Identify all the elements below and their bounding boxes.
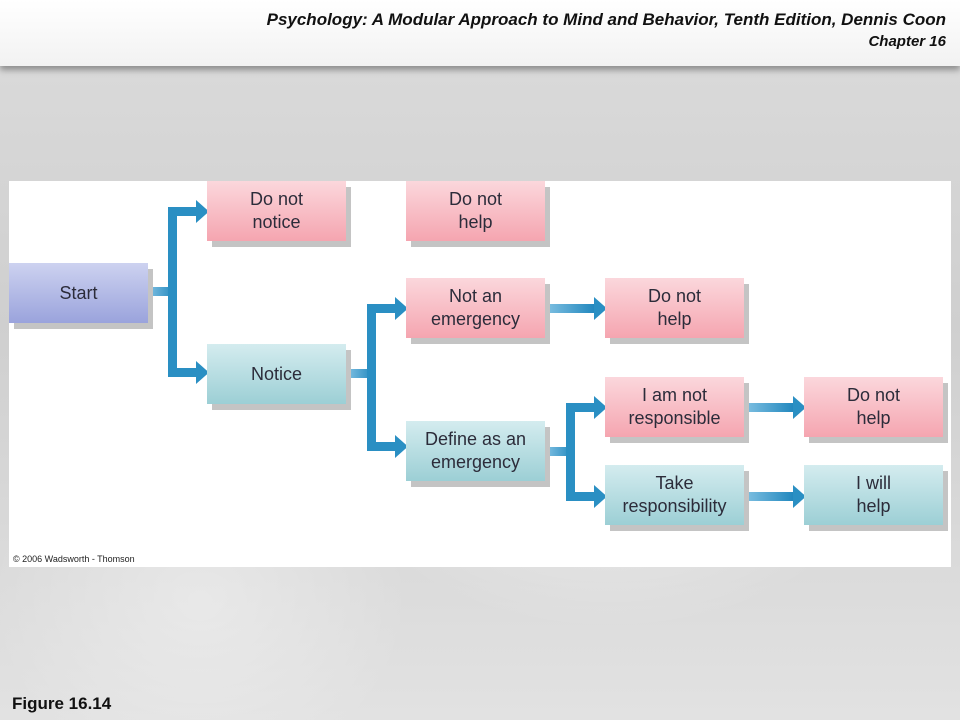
connector-to-not-responsible (566, 403, 596, 412)
slide-header: Psychology: A Modular Approach to Mind a… (0, 0, 960, 66)
book-title: Psychology: A Modular Approach to Mind a… (266, 10, 946, 29)
connector-to-take-responsibility (566, 492, 596, 501)
connector-not-responsible-to-help (745, 403, 795, 412)
arrowhead-do-not-help-3 (793, 396, 806, 419)
flowchart-arrows (148, 200, 806, 508)
node-do-not-help-1: Do not help (406, 181, 545, 241)
connector-notice-stem (347, 369, 375, 378)
node-do-not-notice: Do not notice (207, 181, 346, 241)
connector-notice-vertical (367, 304, 376, 451)
connector-take-responsibility-to-help (745, 492, 795, 501)
figure-caption: Figure 16.14 (12, 694, 112, 713)
connector-define-stem (546, 447, 574, 456)
node-start: Start (9, 263, 148, 323)
connector-define-vertical (566, 403, 575, 501)
connector-to-do-not-notice (168, 207, 198, 216)
node-do-not-help-3: Do not help (804, 377, 943, 437)
node-i-will-help: I will help (804, 465, 943, 525)
connector-to-not-an-emergency (367, 304, 397, 313)
node-not-an-emergency: Not an emergency (406, 278, 545, 338)
connector-to-define-emergency (367, 442, 397, 451)
arrowhead-do-not-notice (196, 200, 209, 223)
flowchart-panel: Start Do not notice Do not help Notice N… (9, 181, 951, 567)
chapter-label: Chapter 16 (868, 33, 946, 50)
arrowhead-take-responsibility (594, 485, 607, 508)
arrowhead-i-will-help (793, 485, 806, 508)
node-define-as-emergency: Define as an emergency (406, 421, 545, 481)
connector-emergency-to-help (546, 304, 596, 313)
arrowhead-not-responsible (594, 396, 607, 419)
connector-to-notice (168, 368, 198, 377)
node-take-responsibility: Take responsibility (605, 465, 744, 525)
node-do-not-help-2: Do not help (605, 278, 744, 338)
connector-start-vertical (168, 207, 177, 377)
connector-start-stem (148, 287, 176, 296)
node-notice: Notice (207, 344, 346, 404)
arrowhead-define-emergency (395, 435, 408, 458)
arrowhead-not-an-emergency (395, 297, 408, 320)
arrowhead-notice (196, 361, 209, 384)
copyright-notice: © 2006 Wadsworth - Thomson (13, 554, 135, 564)
arrowhead-do-not-help-2 (594, 297, 607, 320)
node-i-am-not-responsible: I am not responsible (605, 377, 744, 437)
